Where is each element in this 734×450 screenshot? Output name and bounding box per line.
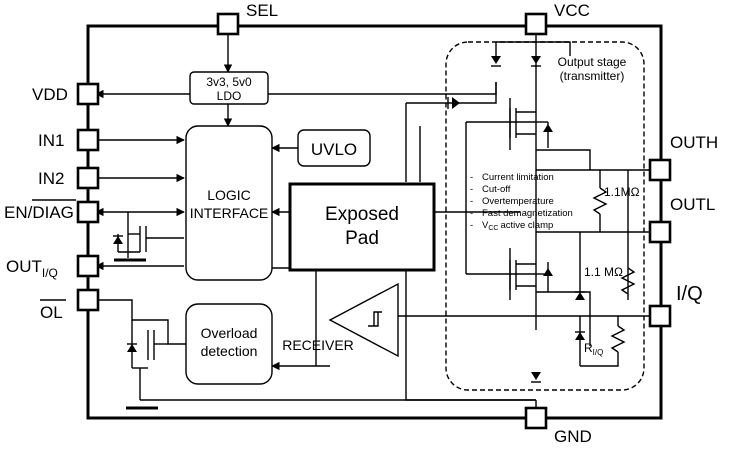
feature-bullet: - xyxy=(470,172,473,183)
ldo-block: 3v3, 5v0 LDO xyxy=(189,71,269,105)
pin-en-diag[interactable]: EN/DIAG xyxy=(4,199,100,224)
pin-vcc-label: VCC xyxy=(554,1,590,20)
pin-in2-label: IN2 xyxy=(38,169,64,188)
feature-bullet: - xyxy=(470,196,473,207)
r-lower-label: 1.1 MΩ xyxy=(584,265,623,279)
ldo-label-top: 3v3, 5v0 xyxy=(206,75,252,89)
output-stage-subtitle: (transmitter) xyxy=(560,69,625,83)
ol-mosfet-icon xyxy=(127,320,168,400)
lower-mosfet-icon xyxy=(509,260,553,292)
pin-gnd[interactable]: GND xyxy=(524,406,592,446)
pin-outl[interactable]: OUTL xyxy=(648,195,715,244)
pin-iq-label: I/Q xyxy=(676,283,703,305)
en-diag-mosfet-icon xyxy=(113,212,184,258)
feature-item: Current limitation xyxy=(482,172,554,183)
pin-gnd-label: GND xyxy=(554,427,592,446)
pin-out-iq-label: OUTI/Q xyxy=(6,257,58,280)
pin-en-diag-label: EN/DIAG xyxy=(4,203,74,222)
pin-outl-label: OUTL xyxy=(670,195,715,214)
logic-label-bottom: INTERFACE xyxy=(190,205,269,221)
ldo-label-bottom: LDO xyxy=(217,89,242,103)
schmitt-trigger-icon xyxy=(368,311,382,327)
pin-in1[interactable]: IN1 xyxy=(38,128,100,152)
feature-item: Overtemperature xyxy=(482,196,554,207)
feature-item: Fast demagnetization xyxy=(482,208,573,219)
diode-icon xyxy=(531,232,585,383)
pin-vdd-label: VDD xyxy=(32,85,68,104)
resistor-icon xyxy=(592,187,636,353)
output-stage-title: Output stage xyxy=(558,55,627,69)
pin-ol[interactable]: OL xyxy=(40,288,100,322)
uvlo-block: UVLO xyxy=(297,129,371,167)
logic-interface-block: LOGIC INTERFACE xyxy=(185,125,273,281)
pin-in1-label: IN1 xyxy=(38,131,64,150)
pin-outh[interactable]: OUTH xyxy=(648,133,718,182)
pin-outh-label: OUTH xyxy=(670,133,718,152)
pin-vdd[interactable]: VDD xyxy=(32,82,100,106)
r-upper-label: 1.1MΩ xyxy=(604,185,640,199)
feature-list: - Current limitation - Cut-off - Overtem… xyxy=(470,172,573,232)
receiver-block: RECEIVER xyxy=(282,282,399,358)
r-iq-label: RI/Q xyxy=(584,341,603,357)
feature-item: Cut-off xyxy=(482,184,511,195)
exposed-pad-label-bottom: Pad xyxy=(345,228,379,249)
pin-in2[interactable]: IN2 xyxy=(38,166,100,190)
overload-label-bottom: detection xyxy=(201,343,258,359)
logic-label-top: LOGIC xyxy=(207,187,251,203)
receiver-label: RECEIVER xyxy=(282,337,354,353)
feature-bullet: - xyxy=(470,220,473,231)
feature-bullet: - xyxy=(470,208,473,219)
pin-sel-label: SEL xyxy=(246,1,278,20)
pin-iq[interactable]: I/Q xyxy=(648,283,703,328)
feature-bullet: - xyxy=(470,184,473,195)
overload-label-top: Overload xyxy=(201,325,258,341)
pin-sel[interactable]: SEL xyxy=(216,1,278,36)
exposed-pad-label-top: Exposed xyxy=(325,204,399,225)
upper-mosfet-icon xyxy=(509,108,553,148)
pin-vcc[interactable]: VCC xyxy=(524,1,590,36)
pin-out-iq[interactable]: OUTI/Q xyxy=(6,254,100,280)
pin-ol-label: OL xyxy=(40,303,63,322)
uvlo-label: UVLO xyxy=(311,140,357,159)
exposed-pad-block: Exposed Pad xyxy=(288,182,436,272)
overload-detection-block: Overload detection xyxy=(185,303,273,385)
